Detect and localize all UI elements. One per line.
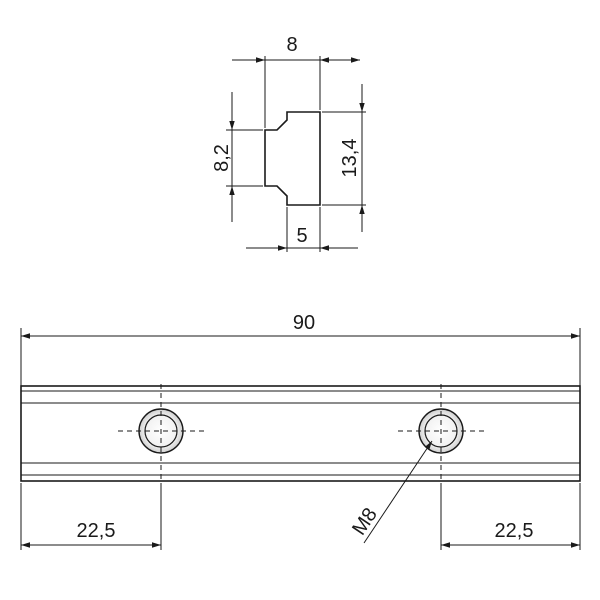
nut-body [20, 385, 581, 482]
dimension-label-left-22-5: 22,5 [77, 520, 116, 542]
thread-leader-line [363, 440, 433, 544]
dimension-label-13-4: 13,4 [339, 139, 361, 178]
top-view: 90 22,5 22,5 [20, 312, 581, 550]
thread-callout-label: M8 [348, 504, 382, 539]
dimension-label-8: 8 [286, 34, 297, 56]
threaded-hole-left [118, 384, 204, 486]
dimension-label-90: 90 [293, 312, 315, 334]
profile-view: 8 8,2 13,4 5 [211, 34, 366, 252]
dimension-label-8-2: 8,2 [211, 144, 233, 172]
dimension-label-5: 5 [296, 225, 307, 247]
profile-outline [264, 111, 321, 206]
dimension-label-right-22-5: 22,5 [495, 520, 534, 542]
